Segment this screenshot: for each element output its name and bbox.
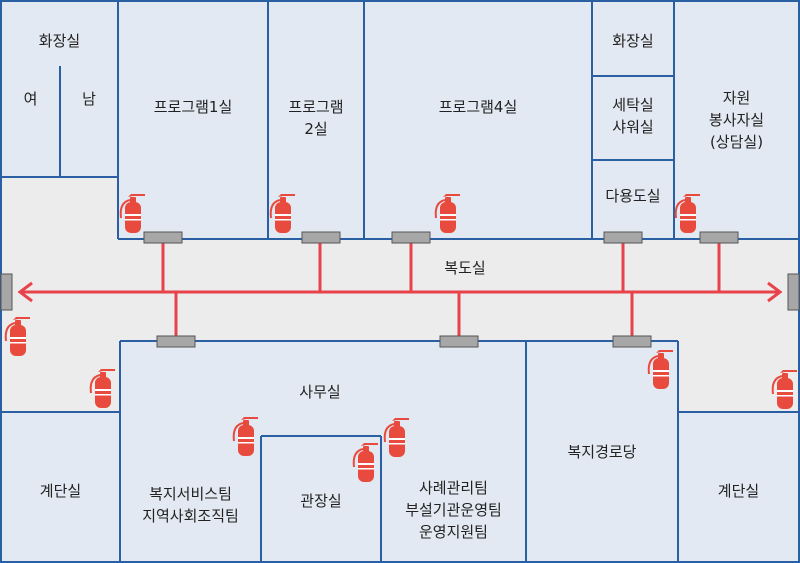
laundry-shower-room — [592, 76, 674, 160]
restroom-top-right-room — [592, 1, 674, 76]
program-room-4 — [364, 1, 592, 239]
door-program-4 — [391, 231, 431, 244]
door-office-left — [156, 335, 196, 348]
senior-center-room — [526, 341, 678, 562]
doors — [0, 231, 800, 348]
stairs-right-room — [678, 412, 799, 562]
door-multipurpose — [603, 231, 643, 244]
door-senior-center — [612, 335, 652, 348]
stairs-left-room — [1, 412, 120, 562]
office-room — [120, 341, 526, 562]
door-program-1 — [143, 231, 183, 244]
volunteer-room — [674, 1, 799, 239]
exit-door-icon — [0, 273, 13, 311]
multipurpose-room — [592, 160, 674, 239]
door-volunteer — [699, 231, 739, 244]
door-program-2 — [301, 231, 341, 244]
evacuation-route — [17, 243, 783, 336]
exit-door-icon — [787, 273, 800, 311]
program-room-1 — [118, 1, 268, 239]
door-office-right — [439, 335, 479, 348]
